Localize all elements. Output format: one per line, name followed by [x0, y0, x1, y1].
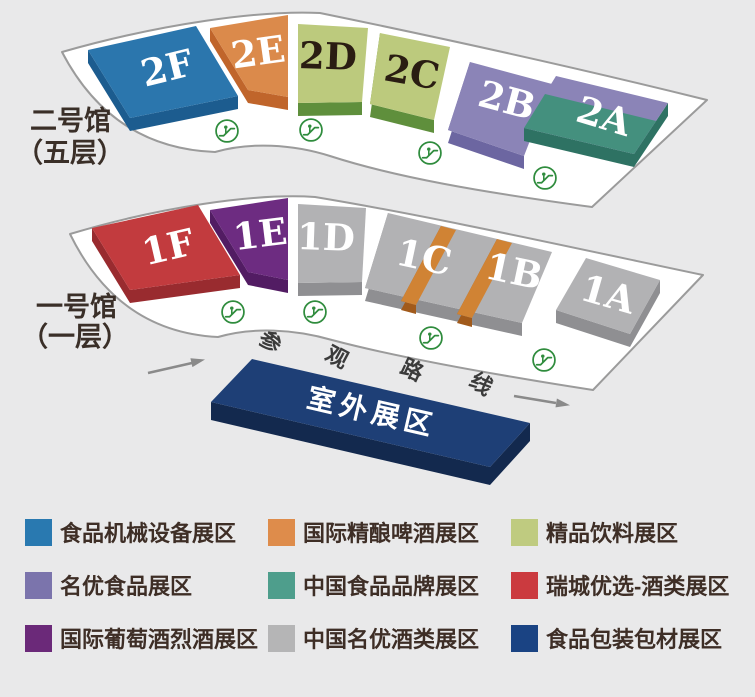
legend-swatch-china-famous-liquor — [268, 625, 295, 652]
zone-1E-label: 1E — [231, 209, 290, 259]
route-arrow-left — [147, 358, 205, 375]
legend-item: 食品机械设备展区 — [25, 519, 236, 546]
zone-1A-side — [556, 280, 660, 347]
zone-2D: 2D — [298, 24, 368, 116]
zone-2F-top — [88, 26, 238, 118]
zone-1F-side — [92, 228, 240, 303]
zone-2E: 2E — [210, 15, 288, 110]
legend-swatch-food-machinery — [25, 519, 52, 546]
legend-label-craft-beer: 国际精酿啤酒展区 — [303, 521, 479, 546]
zone-1C-1B: 1C 1B — [365, 213, 552, 336]
legend-swatch-craft-beer — [268, 519, 295, 546]
hall2-name: 二号馆 — [30, 105, 111, 136]
hall2-floor: （五层） — [16, 138, 124, 168]
escalator-icon — [419, 326, 443, 350]
zone-2E-top — [210, 15, 288, 97]
zone-2E-side — [210, 28, 288, 110]
zone-2A-teal-half — [524, 94, 656, 154]
zone-1E: 1E — [210, 198, 289, 293]
zone-2F-side — [88, 50, 238, 131]
legend-label-wine-spirits: 国际葡萄酒烈酒展区 — [60, 627, 258, 652]
escalator-icon — [303, 300, 327, 324]
escalator-icon — [299, 118, 323, 142]
legend-item: 瑞城优选-酒类展区 — [511, 572, 729, 599]
outdoor-zone: 室外展区 — [211, 359, 530, 485]
legend-item: 国际葡萄酒烈酒展区 — [25, 625, 258, 652]
escalator-icon — [533, 166, 557, 190]
route-arrow-right-shaft — [513, 394, 557, 405]
legend-swatch-packaging — [511, 625, 538, 652]
outdoor-zone-top — [211, 359, 530, 467]
route-arrow-right — [513, 394, 570, 408]
zone-2B-side — [448, 62, 524, 169]
hall1-band: 1F 1E 1D 1C 1B 1A — [69, 195, 704, 391]
legend-label-packaging: 食品包装包材展区 — [546, 627, 722, 652]
legend-item: 食品包装包材展区 — [511, 625, 722, 652]
escalator-icon — [215, 119, 239, 143]
zone-1F: 1F — [92, 205, 240, 303]
zone-2C: 2C — [370, 33, 450, 133]
legend-swatch-ruicheng-liquor — [511, 572, 538, 599]
zone-2A-side — [524, 103, 668, 167]
legend-label-china-food-brand: 中国食品品牌展区 — [303, 574, 479, 599]
legend-label-food-machinery: 食品机械设备展区 — [60, 521, 236, 546]
zone-1F-top — [92, 205, 240, 290]
stripe-2-top — [457, 239, 512, 318]
zone-1D: 1D — [296, 204, 366, 296]
hall2-caption: 二号馆 （五层） — [16, 105, 124, 168]
legend-swatch-china-food-brand — [268, 572, 295, 599]
legend-label-china-famous-liquor: 中国名优酒类展区 — [303, 627, 479, 652]
zone-1E-top — [210, 198, 288, 280]
legend-item: 中国名优酒类展区 — [268, 625, 479, 652]
hall1-floor: （一层） — [21, 322, 129, 352]
hall1-name: 一号馆 — [36, 291, 117, 322]
legend-label-ruicheng-liquor: 瑞城优选-酒类展区 — [546, 574, 729, 599]
zone-2E-label: 2E — [228, 26, 288, 77]
zone-2A: 2A — [524, 76, 668, 167]
zone-2C-top — [370, 33, 450, 120]
escalator-icon — [532, 348, 556, 372]
legend-item: 中国食品品牌展区 — [268, 572, 479, 599]
legend: 食品机械设备展区 国际精酿啤酒展区 精品饮料展区 名优食品展区 中国食品品牌展区… — [25, 519, 729, 652]
legend-label-beverage: 精品饮料展区 — [546, 521, 678, 546]
escalator-icon — [221, 300, 245, 324]
route-arrow-left-head — [190, 358, 205, 368]
legend-swatch-wine-spirits — [25, 625, 52, 652]
zone-2F: 2F — [88, 26, 238, 131]
hall2-band: 2F 2E 2D 2C 2B — [61, 11, 708, 208]
zone-1D-side — [298, 282, 362, 296]
outdoor-zone-side — [211, 402, 530, 485]
legend-label-famous-food: 名优食品展区 — [60, 574, 192, 599]
route-arrow-right-head — [555, 398, 570, 408]
zone-1A-top — [556, 258, 660, 334]
zone-1D-label: 1D — [296, 214, 355, 260]
zone-1D-top — [298, 204, 366, 283]
zone-1E-side — [210, 210, 288, 293]
zone-2D-label: 2D — [298, 33, 357, 79]
legend-swatch-beverage — [511, 519, 538, 546]
hall1-caption: 一号馆 （一层） — [21, 291, 129, 352]
stripe-1-top — [401, 226, 456, 305]
legend-item: 国际精酿啤酒展区 — [268, 519, 479, 546]
zone-2D-top — [298, 24, 368, 103]
escalator-icon — [418, 141, 442, 165]
route-arrow-left-shaft — [147, 361, 193, 375]
zone-2C-label: 2C — [381, 46, 443, 99]
zone-2D-side — [298, 102, 362, 116]
legend-item: 名优食品展区 — [25, 572, 192, 599]
legend-swatch-famous-food — [25, 572, 52, 599]
legend-item: 精品饮料展区 — [511, 519, 678, 546]
zone-1A: 1A — [556, 258, 660, 347]
